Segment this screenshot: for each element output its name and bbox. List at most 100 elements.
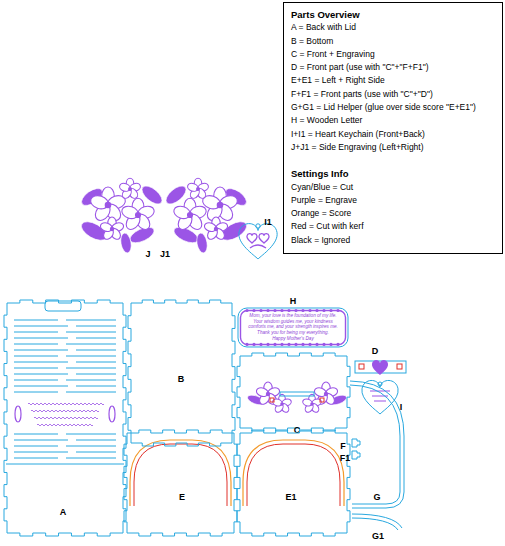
part-label: G: [373, 493, 380, 502]
cut-line: [256, 224, 260, 228]
cut-line: [66, 332, 116, 333]
cut-line: [245, 343, 248, 346]
cut-line: [119, 232, 132, 253]
side-engraving: [78, 178, 249, 254]
part-label: J: [145, 250, 150, 259]
part-label-text: I: [400, 403, 403, 412]
finger-joint-outline: [237, 430, 350, 536]
cut-line: [14, 434, 58, 435]
cut-line: [14, 326, 68, 327]
engraved-message: Mom, your love is the foundation of my l…: [247, 313, 339, 335]
cut-line: [350, 381, 404, 508]
cut-line: [280, 309, 283, 312]
cut-line: [14, 392, 58, 393]
finger-joint-outline: [128, 300, 235, 446]
legend-line: D = Front part (use with "C"+"F+F1"): [291, 61, 496, 74]
cut-line: [66, 380, 116, 381]
cut-line: [280, 402, 284, 406]
cut-line: [203, 221, 217, 233]
cut-line: [294, 343, 297, 346]
parts-legend-box: Parts OverviewA = Back with LidB = Botto…: [283, 2, 503, 254]
cut-line: [15, 406, 21, 422]
cut-line: [187, 212, 193, 218]
legend-line: H = Wooden Letter: [291, 114, 496, 127]
part-label: I1: [264, 218, 272, 227]
cut-line: [315, 343, 318, 346]
cut-line: [14, 452, 68, 453]
legend-line: G+G1 = Lid Helper (glue over side score …: [291, 101, 496, 114]
cut-line: [14, 344, 58, 345]
legend-heading: Parts Overview: [291, 8, 496, 21]
part-label: G1: [372, 532, 384, 541]
cut-line: [301, 309, 304, 312]
legend-line: E+E1 = Left + Right Side: [291, 74, 496, 87]
cut-line: [66, 368, 116, 369]
back-panel: A: [4, 300, 126, 536]
cut-line: [130, 440, 231, 506]
part-letter: A: [60, 508, 67, 517]
cut-line: [245, 309, 248, 312]
part-label-text: J1: [160, 250, 170, 259]
heart-keychain-back: [239, 224, 277, 259]
cut-line: [14, 386, 68, 387]
cut-line: [270, 398, 274, 402]
finger-joint-outline: [124, 430, 237, 536]
cut-line: [239, 224, 277, 259]
front-panel: C: [237, 353, 350, 431]
cut-line: [134, 444, 227, 506]
cut-line: [66, 434, 116, 435]
cut-line: [247, 444, 340, 506]
cut-line: [252, 309, 255, 312]
cut-line: [119, 182, 132, 193]
front-part-d: [355, 360, 406, 375]
cut-line: [280, 392, 314, 396]
legend-line: B = Bottom: [291, 35, 496, 48]
finger-joint-outline: [4, 300, 126, 536]
legend-line: I+I1 = Heart Keychain (Front+Back): [291, 128, 496, 141]
cut-line: [237, 353, 350, 431]
legend-line: Orange = Score: [291, 207, 496, 220]
cut-line: [315, 309, 318, 312]
part-label-text: J: [145, 250, 150, 259]
side-panel: E1: [237, 430, 350, 536]
cut-line: [259, 309, 262, 312]
cut-line: [214, 227, 218, 231]
legend-heading: Settings Info: [291, 167, 496, 180]
cut-line: [374, 401, 386, 402]
cut-line: [359, 364, 364, 369]
legend-line: Black = Ignored: [291, 234, 496, 247]
cut-line: [14, 380, 58, 381]
cut-line: [76, 362, 116, 363]
cut-line: [28, 403, 104, 405]
part-label-text: G1: [372, 532, 384, 541]
cut-line: [110, 227, 114, 231]
cut-line: [66, 320, 116, 321]
part-label-text: G: [373, 493, 380, 502]
cut-line: [250, 245, 266, 248]
cut-line: [352, 439, 360, 447]
cut-line: [336, 309, 339, 312]
part-label: F: [340, 442, 346, 451]
cut-line: [99, 221, 113, 233]
cut-line: [329, 309, 332, 312]
cut-line: [14, 368, 58, 369]
part-label: I: [400, 403, 403, 412]
cut-line: [273, 343, 276, 346]
cut-line: [259, 343, 262, 346]
cut-line: [397, 364, 402, 369]
cut-line: [76, 452, 116, 453]
cut-line: [14, 440, 68, 441]
cut-line: [14, 332, 58, 333]
cut-line: [287, 309, 290, 312]
cut-line: [266, 343, 269, 346]
cut-line: [14, 446, 58, 447]
cut-line: [329, 343, 332, 346]
cut-line: [76, 386, 116, 387]
side-panel: E: [124, 430, 237, 536]
cut-line: [352, 451, 360, 459]
cut-line: [195, 232, 208, 253]
cut-line: [302, 398, 313, 407]
legend-line: C = Front + Engraving: [291, 48, 496, 61]
part-letter: H: [237, 296, 349, 306]
cut-line: [66, 392, 116, 393]
